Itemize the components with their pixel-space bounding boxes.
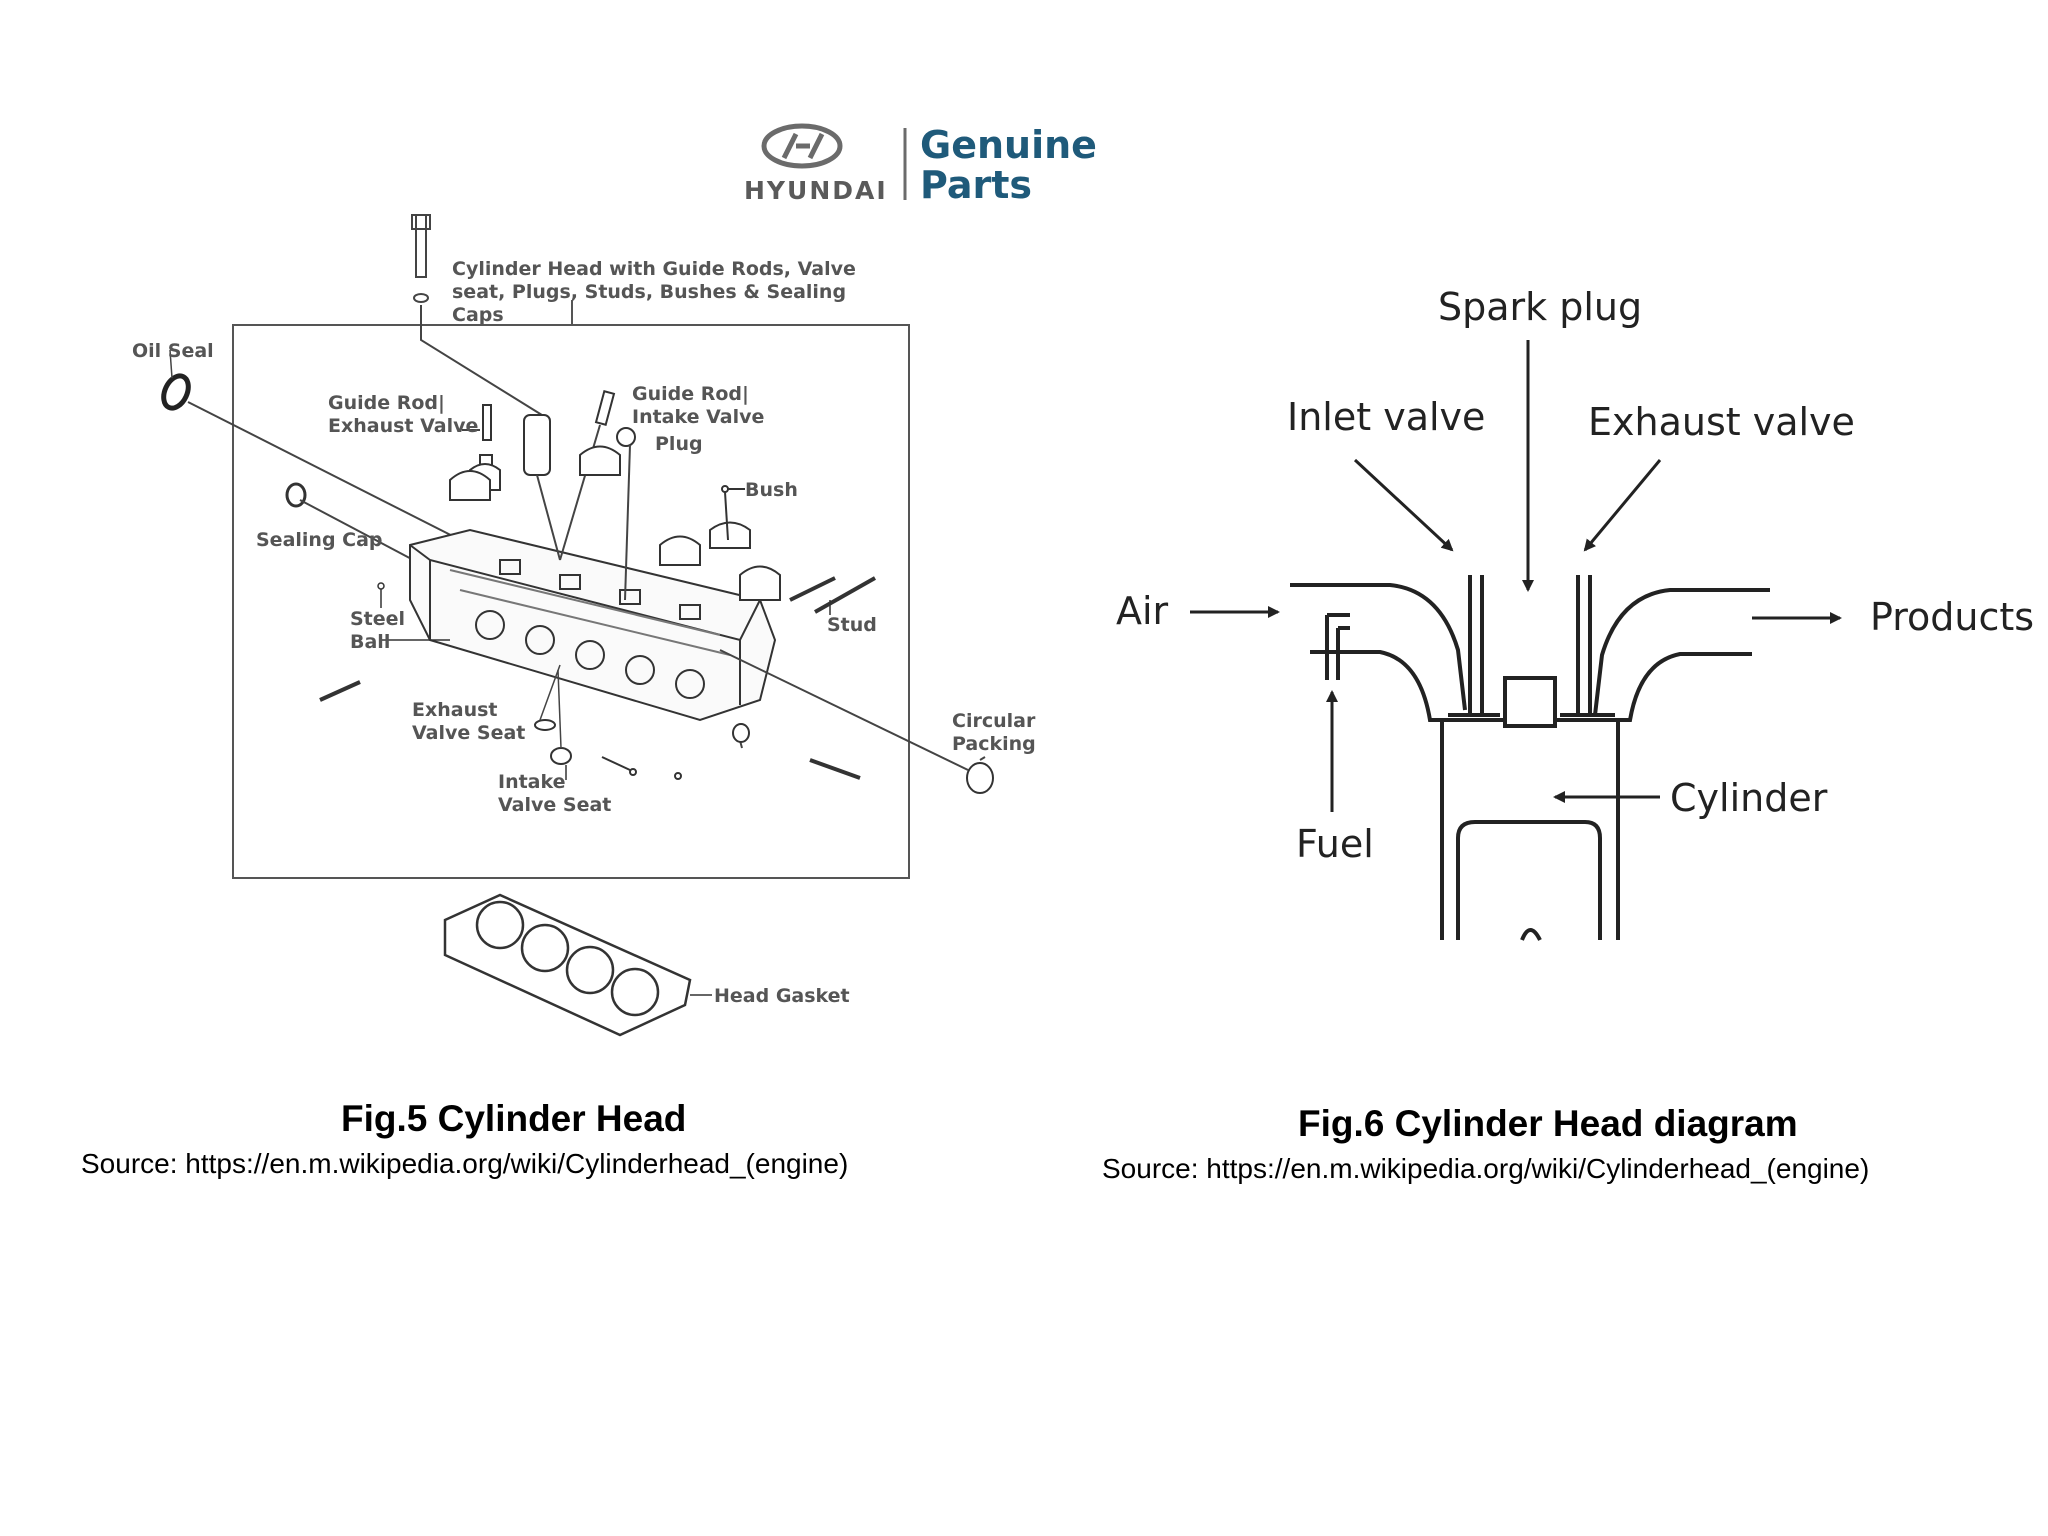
- fig6-cylinder-head-schematic: Spark plug Inlet valve Exhaust valve Air…: [1116, 285, 2034, 941]
- hyundai-logo: HYUNDAI Genuine Parts: [740, 122, 1100, 212]
- fig6-head-outline: [1290, 575, 1770, 941]
- fig5-cylinder-head-exploded-diagram: Cylinder Head with Guide Rods, Valve sea…: [132, 214, 1036, 1037]
- label-fuel: Fuel: [1296, 822, 1374, 866]
- steel-ball-icon: [377, 582, 450, 641]
- exhaust-valve-arrow-icon: [1583, 459, 1662, 552]
- top-bolt-icon: [411, 214, 551, 421]
- label-products: Products: [1870, 595, 2034, 639]
- small-parts: [601, 756, 682, 780]
- label-bush: Bush: [745, 479, 798, 501]
- intake-valve-seat-icon: [550, 669, 572, 780]
- bearing-caps: [449, 445, 781, 601]
- label-steel-ball-1: Steel: [350, 608, 405, 630]
- label-intake-seat-1: Intake: [498, 771, 566, 793]
- label-exhaust-seat-1: Exhaust: [412, 699, 498, 721]
- label-sealing-cap: Sealing Cap: [256, 529, 383, 551]
- exhaust-valve-seat-icon: [534, 664, 561, 731]
- circular-packing-icon: [719, 649, 994, 794]
- label-cylinder: Cylinder: [1670, 776, 1828, 820]
- fig6-source: Source: https://en.m.wikipedia.org/wiki/…: [1102, 1153, 1870, 1184]
- label-intake-seat-2: Valve Seat: [498, 794, 611, 816]
- label-air: Air: [1116, 589, 1169, 633]
- oil-seal-icon: [161, 349, 501, 561]
- label-oil-seal: Oil Seal: [132, 340, 214, 362]
- fig6-caption: Fig.6 Cylinder Head diagram: [1298, 1103, 1798, 1144]
- fig5-caption: Fig.5 Cylinder Head: [341, 1098, 687, 1139]
- label-cylinder-head-2: seat, Plugs, Studs, Bushes & Sealing: [452, 281, 846, 303]
- label-exhaust-valve: Exhaust valve: [1588, 400, 1855, 444]
- label-cylinder-head-3: Caps: [452, 304, 504, 326]
- label-guide-rod-exhaust-1: Guide Rod|: [328, 392, 445, 414]
- inlet-valve-arrow-icon: [1353, 458, 1454, 552]
- label-stud: Stud: [827, 614, 877, 636]
- label-exhaust-seat-2: Valve Seat: [412, 722, 525, 744]
- fig5-source: Source: https://en.m.wikipedia.org/wiki/…: [81, 1148, 849, 1179]
- logo-genuine: Genuine: [920, 123, 1097, 167]
- bush-icon: [721, 485, 745, 541]
- logo-brand: HYUNDAI: [744, 176, 888, 205]
- label-steel-ball-2: Ball: [350, 631, 390, 653]
- head-gasket-icon: [443, 893, 712, 1037]
- label-head-gasket: Head Gasket: [714, 985, 850, 1007]
- label-guide-rod-intake-1: Guide Rod|: [632, 383, 749, 405]
- label-plug: Plug: [655, 433, 703, 455]
- tappet-icon: [523, 414, 561, 561]
- label-spark-plug: Spark plug: [1438, 285, 1642, 329]
- logo-parts: Parts: [920, 163, 1032, 207]
- hyundai-emblem-icon: HYUNDAI Genuine Parts: [744, 123, 1097, 207]
- stud-icon: [319, 576, 876, 780]
- label-cylinder-head-1: Cylinder Head with Guide Rods, Valve: [452, 258, 856, 280]
- label-inlet-valve: Inlet valve: [1287, 395, 1485, 439]
- label-guide-rod-intake-2: Intake Valve: [632, 406, 764, 428]
- label-circular-packing-1: Circular: [952, 710, 1036, 732]
- label-circular-packing-2: Packing: [952, 733, 1036, 755]
- label-guide-rod-exhaust-2: Exhaust Valve: [328, 415, 478, 437]
- cylinder-head-body: [409, 528, 777, 722]
